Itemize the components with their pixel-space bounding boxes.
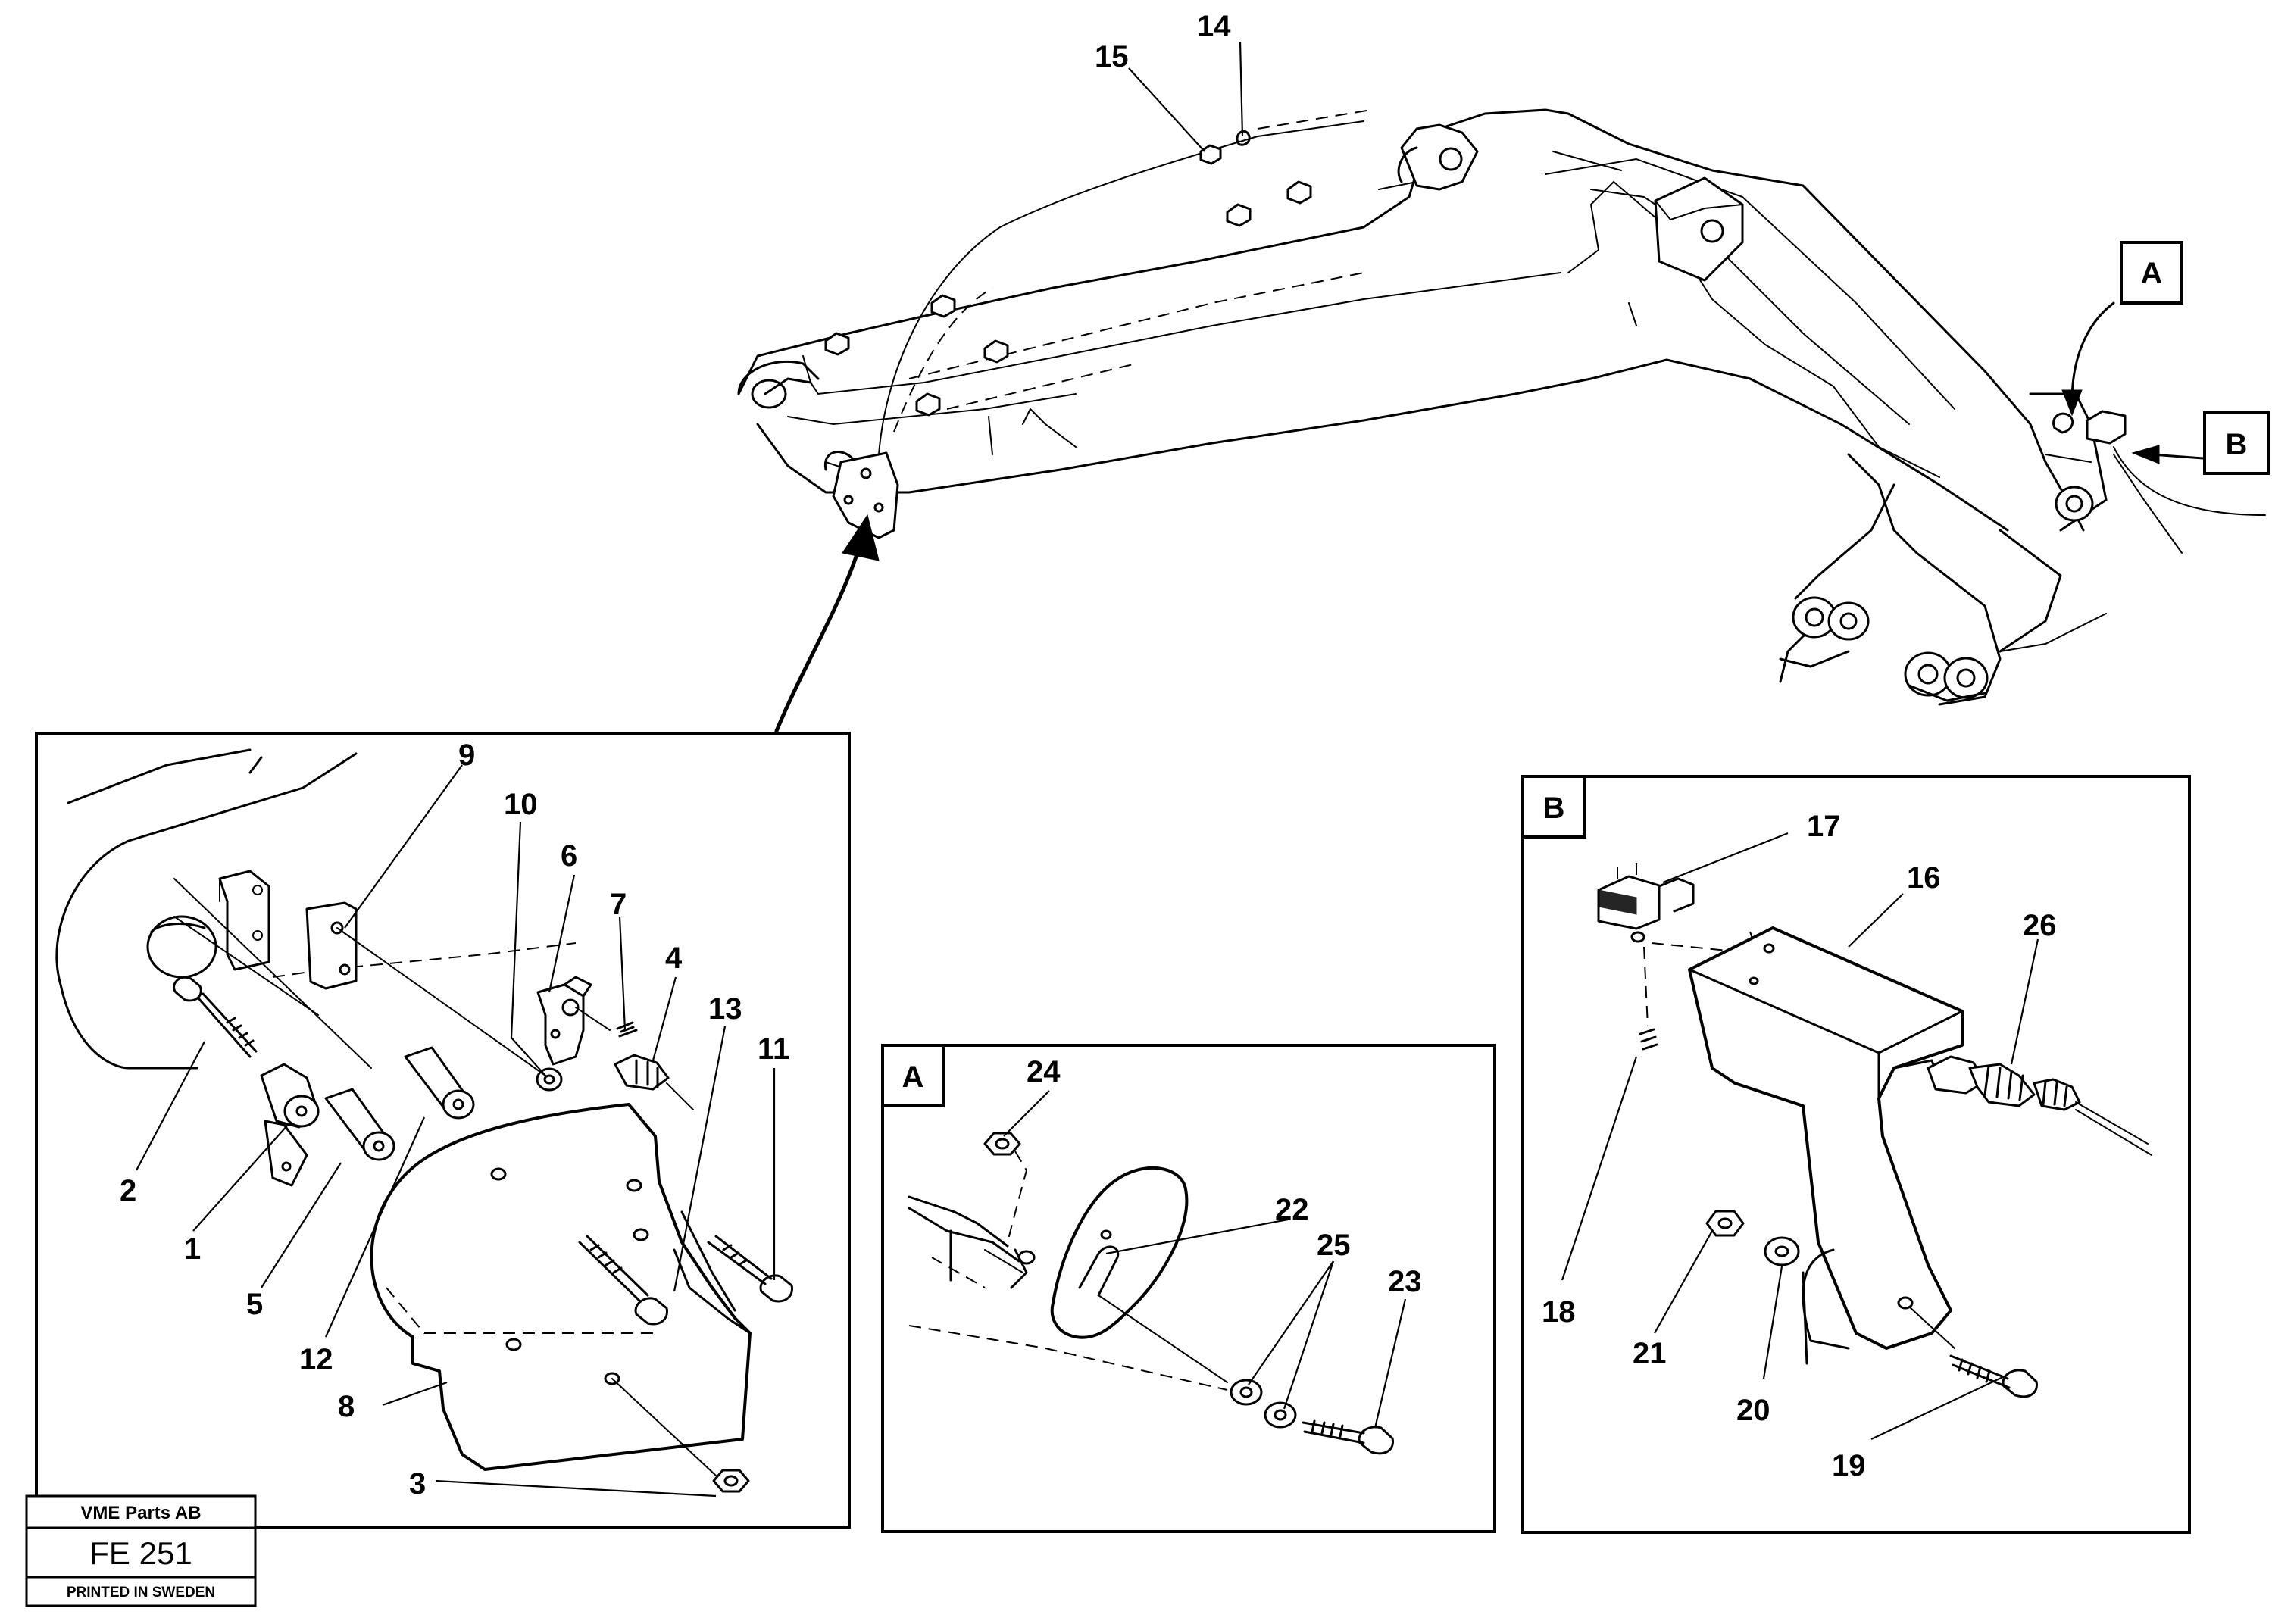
detail-panel-a: A	[881, 1044, 1496, 1533]
part-number-labels: 14 15 9 10 6 7 4 13 11 2 1 5 12 8 3 24 2…	[120, 10, 2057, 1501]
part-number-21: 21	[1633, 1337, 1667, 1370]
part-number-17: 17	[1807, 810, 1841, 843]
detail-panel-b: B	[1521, 775, 2191, 1534]
title-block-company: VME Parts AB	[80, 1503, 201, 1523]
part-number-5: 5	[246, 1288, 263, 1321]
part-number-23: 23	[1388, 1265, 1422, 1298]
detail-pointer-arrow	[774, 514, 880, 733]
part-number-12: 12	[299, 1343, 333, 1376]
part-number-6: 6	[561, 839, 577, 873]
title-block-drawing-number: FE 251	[89, 1535, 192, 1571]
part-number-1: 1	[184, 1232, 201, 1266]
part-number-24: 24	[1027, 1055, 1061, 1088]
callout-a-label: A	[2141, 257, 2163, 290]
part-number-16: 16	[1907, 861, 1941, 895]
callout-b-arrow-head	[2131, 445, 2160, 464]
detail-panel-nose	[35, 732, 851, 1529]
part-number-20: 20	[1736, 1394, 1770, 1427]
part-number-19: 19	[1832, 1449, 1866, 1482]
callout-a-box	[2120, 241, 2183, 304]
part-number-7: 7	[610, 888, 627, 921]
part-number-25: 25	[1317, 1229, 1351, 1262]
callout-a-arrow-head	[2061, 389, 2083, 417]
callout-b-box	[2203, 411, 2270, 475]
part-number-11: 11	[758, 1032, 789, 1066]
detail-b-frame	[1521, 775, 2191, 1534]
part-number-2: 2	[120, 1174, 136, 1207]
title-block: VME Parts AB FE 251 PRINTED IN SWEDEN	[25, 1494, 257, 1607]
callout-a-group: A	[2061, 241, 2183, 417]
detail-b-label: B	[1543, 792, 1565, 825]
detail-nose-frame	[35, 732, 851, 1529]
part-number-18: 18	[1542, 1295, 1576, 1329]
part-number-9: 9	[458, 739, 475, 772]
detail-a-tag	[881, 1044, 945, 1107]
overview-leaders	[1128, 41, 1244, 152]
part-number-8: 8	[338, 1390, 355, 1423]
part-number-10: 10	[504, 788, 538, 821]
part-number-22: 22	[1275, 1193, 1309, 1226]
detail-b-tag	[1521, 775, 1586, 839]
title-block-printed: PRINTED IN SWEDEN	[67, 1585, 215, 1601]
part-number-4: 4	[665, 942, 683, 975]
callout-a-arrow-line	[2070, 301, 2115, 403]
part-number-3: 3	[409, 1467, 426, 1501]
callout-b-arrow-line	[2150, 453, 2205, 460]
part-number-13: 13	[708, 992, 742, 1026]
callout-b-label: B	[2226, 428, 2248, 461]
part-number-15: 15	[1095, 40, 1129, 73]
detail-a-frame	[881, 1044, 1496, 1533]
boom-assembly	[737, 108, 2266, 706]
part-number-26: 26	[2023, 909, 2057, 942]
callout-b-group: B	[2131, 411, 2270, 475]
part-number-14: 14	[1197, 10, 1231, 43]
detail-a-label: A	[902, 1060, 924, 1094]
